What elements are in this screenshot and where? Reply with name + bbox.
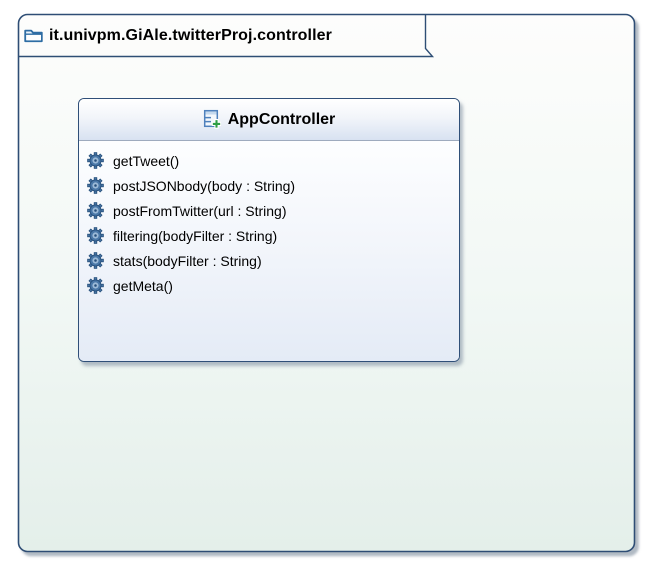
method-row[interactable]: filtering(bodyFilter : String) [79, 223, 459, 248]
method-label: getMeta() [113, 277, 173, 294]
method-row[interactable]: postJSONbody(body : String) [79, 173, 459, 198]
gear-icon [87, 152, 104, 169]
class-add-icon [203, 109, 221, 129]
method-row[interactable]: stats(bodyFilter : String) [79, 248, 459, 273]
method-label: stats(bodyFilter : String) [113, 252, 262, 269]
class-box-appcontroller[interactable]: AppController getTweet() [78, 98, 460, 362]
method-label: postJSONbody(body : String) [113, 177, 296, 194]
gear-icon [87, 227, 104, 244]
gear-icon [87, 177, 104, 194]
method-row[interactable]: postFromTwitter(url : String) [79, 198, 459, 223]
package-title: it.univpm.GiAle.twitterProj.controller [49, 26, 332, 44]
method-row[interactable]: getTweet() [79, 148, 459, 173]
methods-compartment: getTweet() postJSONbody(body : String) [79, 141, 459, 361]
method-row[interactable]: getMeta() [79, 273, 459, 298]
class-title: AppController [227, 110, 336, 128]
method-label: getTweet() [113, 152, 180, 169]
gear-icon [87, 252, 104, 269]
package-tab-outline [18, 14, 435, 58]
gear-icon [87, 202, 104, 219]
method-label: filtering(bodyFilter : String) [113, 227, 278, 244]
class-header[interactable]: AppController [79, 99, 459, 141]
folder-icon [24, 29, 43, 43]
method-label: postFromTwitter(url : String) [113, 202, 287, 219]
package-tab[interactable]: it.univpm.GiAle.twitterProj.controller [18, 14, 425, 57]
gear-icon [87, 277, 104, 294]
